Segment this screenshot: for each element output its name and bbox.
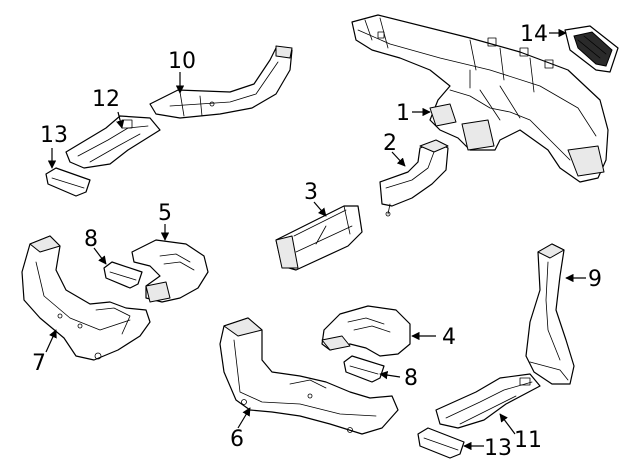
- callout-13-lower: 13: [484, 436, 512, 461]
- part-10-long-duct: [149, 45, 293, 119]
- callout-4: 4: [442, 325, 456, 350]
- callout-11: 11: [514, 428, 542, 453]
- part-9-tall-duct: [525, 243, 575, 385]
- callout-9: 9: [588, 267, 602, 292]
- part-8-vent-upper: [103, 261, 143, 289]
- part-13-vent-lower: [417, 427, 465, 459]
- part-2-elbow-duct: [379, 139, 449, 217]
- callout-12: 12: [92, 87, 120, 112]
- part-4-shaped-duct: [321, 305, 411, 357]
- callout-3: 3: [304, 180, 318, 205]
- callout-labels: 1 2 3 4 5 6 7 8 8 9 10 11 12 13 13 14: [32, 22, 602, 461]
- leader-lines: [45, 28, 586, 451]
- callout-1: 1: [396, 101, 410, 126]
- part-12-duct-panel: [65, 115, 161, 169]
- part-1-main-duct: [351, 14, 609, 183]
- part-14-filter-cap: [564, 25, 619, 73]
- callout-5: 5: [158, 201, 172, 226]
- part-11-duct-panel: [435, 373, 541, 429]
- part-5-shaped-duct: [131, 239, 209, 303]
- part-13-vent-upper: [45, 167, 91, 197]
- part-3-rect-duct: [275, 205, 363, 271]
- callout-6: 6: [230, 427, 244, 452]
- callout-13-upper: 13: [40, 123, 68, 148]
- callout-8-upper: 8: [84, 227, 98, 252]
- callout-14: 14: [520, 22, 548, 47]
- callout-7: 7: [32, 351, 46, 376]
- callout-8-lower: 8: [404, 366, 418, 391]
- part-8-vent-lower: [343, 355, 385, 383]
- callout-10: 10: [168, 49, 196, 74]
- callout-2: 2: [383, 131, 397, 156]
- part-7-floor-duct: [21, 235, 151, 361]
- part-6-floor-duct: [219, 317, 399, 435]
